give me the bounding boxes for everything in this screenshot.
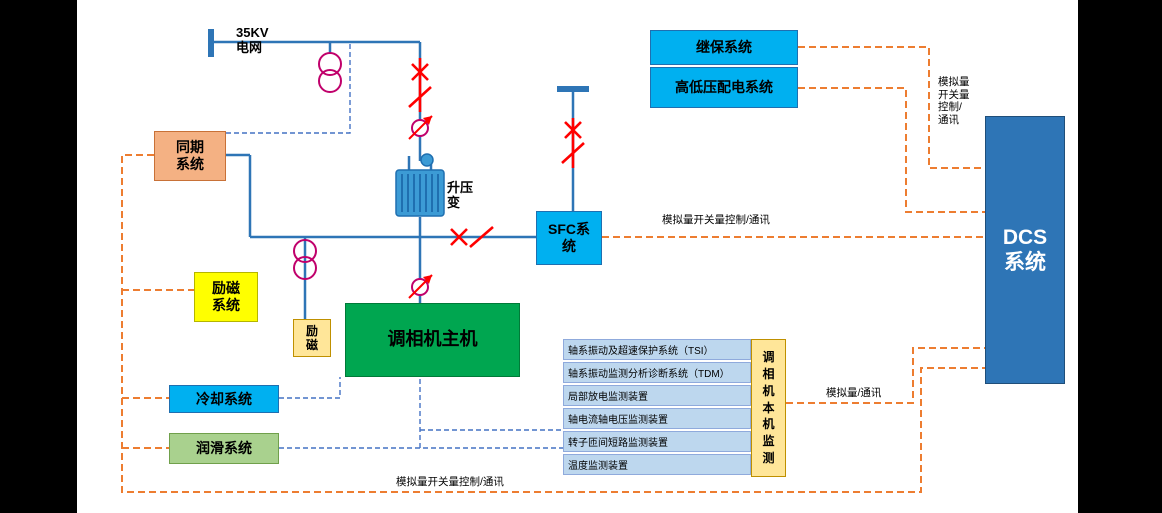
left-letterbox: [0, 0, 77, 513]
hv-lv-distribution-box: 高低压配电系统: [650, 67, 798, 108]
sfc-system-box: SFC系 统: [536, 211, 602, 265]
excitation-system-box: 励磁 系统: [194, 272, 258, 322]
monitor-row-tsi: 轴系振动及超速保护系统（TSI）: [563, 339, 751, 360]
top-right-link-label: 模拟量 开关量 控制/ 通讯: [938, 76, 970, 126]
monitor-row-temperature: 温度监测装置: [563, 454, 751, 475]
measurement-signal-lines: [226, 42, 563, 449]
exciter-box: 励 磁: [293, 319, 331, 357]
lubrication-system-box: 润滑系统: [169, 433, 279, 464]
bottom-link-label: 模拟量开关量控制/通讯: [396, 476, 504, 488]
cooling-system-box: 冷却系统: [169, 385, 279, 413]
sync-system-box: 同期 系统: [154, 131, 226, 181]
dcs-system-box: DCS 系统: [985, 116, 1065, 384]
main-feeder-line: [226, 42, 536, 319]
grid-bus-35kv: [208, 29, 420, 57]
relay-protection-box: 继保系统: [650, 30, 798, 65]
arrester-icon-upper: [408, 115, 433, 140]
machine-monitoring-box: 调相机本机监测: [751, 339, 786, 477]
arrester-icon-lower: [408, 274, 433, 299]
step-up-transformer-icon: [395, 153, 445, 217]
monitor-dcs-link-label: 模拟量/通讯: [826, 387, 882, 399]
monitor-row-partial-discharge: 局部放电监测装置: [563, 385, 751, 406]
sfc-dcs-link-label: 模拟量开关量控制/通讯: [662, 214, 770, 226]
breaker-icon-bus-tie: [450, 226, 494, 248]
right-letterbox: [1078, 0, 1162, 513]
grid-label: 35KV 电网: [236, 25, 269, 55]
monitor-row-shaft-current: 轴电流轴电压监测装置: [563, 408, 751, 429]
dcs-signal-lines: [121, 46, 985, 493]
excitation-transformer-icon: [293, 239, 317, 280]
condenser-main-box: 调相机主机: [345, 303, 520, 377]
voltage-transformer-icon: [318, 52, 342, 93]
step-up-transformer-label: 升压 变: [447, 180, 474, 210]
breaker-icon-sfc-feeder: [561, 118, 585, 168]
monitor-row-rotor-short: 转子匝间短路监测装置: [563, 431, 751, 452]
breaker-icon-main: [408, 58, 432, 112]
monitor-row-tdm: 轴系振动监测分析诊断系统（TDM）: [563, 362, 751, 383]
